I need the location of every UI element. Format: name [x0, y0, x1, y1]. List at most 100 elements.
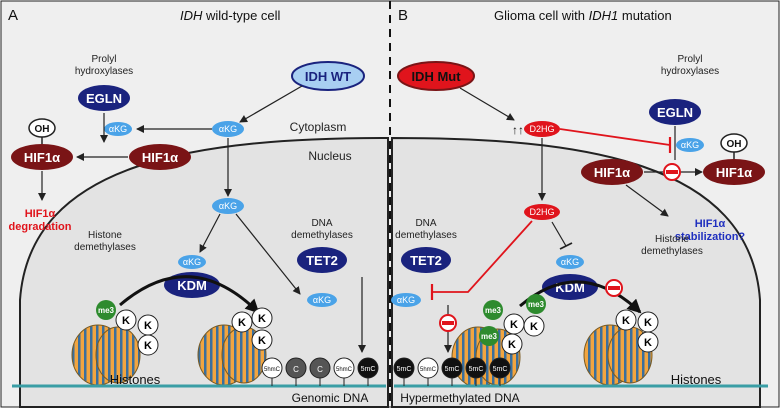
- arrow-idhmut-to-d2hg: [459, 87, 515, 121]
- tet2-label-b: TET2: [410, 253, 442, 268]
- arrow-hif-to-stabilization: [625, 184, 669, 217]
- d2hg-label-b-cyto: D2HG: [529, 124, 554, 134]
- svg-text:K: K: [508, 339, 516, 351]
- svg-text:me3: me3: [481, 332, 498, 341]
- akg-label-b-egln: αKG: [681, 140, 699, 150]
- tet2-node-b: [401, 247, 451, 273]
- svg-text:5mC: 5mC: [469, 366, 484, 373]
- inhibit-line-d2hg-egln: [559, 128, 671, 146]
- me3-badge-a: [96, 300, 116, 320]
- me3-label-a: me3: [98, 306, 115, 315]
- kdm-label-a: KDM: [177, 278, 207, 293]
- panel-b-letter: B: [398, 7, 408, 24]
- egln-node-b: [649, 99, 701, 125]
- tet2-node-a: [297, 247, 347, 273]
- akg-label-a-nuc: αKG: [219, 201, 237, 211]
- inhibit-line-d2hg-tet2: [432, 220, 533, 293]
- tet2-label-a: TET2: [306, 253, 338, 268]
- akg-label-b-kdm: αKG: [561, 257, 579, 267]
- idh-wt-node: [291, 61, 365, 91]
- me3-badges-b: me3 me3 me3: [479, 294, 546, 346]
- kdm-node-b: [542, 274, 598, 300]
- arrow-akg-to-tet2: [235, 213, 301, 295]
- svg-text:K: K: [644, 317, 652, 329]
- akg-node-b-egln: [676, 138, 704, 152]
- nucleosome-a-left: [71, 324, 141, 386]
- lysine-group-b-right: K K K: [615, 309, 659, 353]
- panel-b-title: Glioma cell with IDH1 mutation: [494, 8, 672, 23]
- svg-text:C: C: [293, 365, 299, 374]
- cytoplasm-label: Cytoplasm: [290, 120, 347, 134]
- svg-text:5mC: 5mC: [493, 366, 508, 373]
- svg-text:5mC: 5mC: [397, 366, 412, 373]
- akg-node-b-tet2: [391, 293, 421, 307]
- akg-label-a-kdm: αKG: [183, 257, 201, 267]
- d2hg-node-b-nuc: [524, 204, 560, 220]
- svg-text:K: K: [144, 340, 152, 352]
- arrow-idhwt-to-akg: [239, 85, 303, 123]
- akg-node-a-cyto: [212, 121, 244, 137]
- arrow-akg-to-kdm: [199, 213, 221, 253]
- svg-text:5mC: 5mC: [445, 366, 460, 373]
- svg-text:K: K: [144, 320, 152, 332]
- svg-text:K: K: [238, 317, 246, 329]
- svg-text:C: C: [317, 365, 323, 374]
- dna-marks-b: 5mC 5hmC 5mC 5mC 5mC: [393, 357, 511, 386]
- akg-node-a-tet2: [307, 293, 337, 307]
- hif-label-b-right: HIF1α: [716, 165, 752, 180]
- akg-node-a-kdm: [178, 255, 206, 269]
- hif-node-a-left: [11, 144, 73, 170]
- hif-node-b-left: [581, 159, 643, 185]
- egln-label-b: EGLN: [657, 105, 693, 120]
- inhibit-bar-d2hg-kdm: [559, 242, 573, 250]
- svg-text:5hmC: 5hmC: [264, 367, 281, 373]
- block-icon-kdm: [605, 279, 623, 297]
- d2hg-label-b-nuc: D2HG: [529, 207, 554, 217]
- histones-label-a: Histones: [110, 372, 161, 387]
- egln-node-a: [78, 85, 130, 111]
- hif-node-a-right: [129, 144, 191, 170]
- akg-label-a-tet2: αKG: [313, 295, 331, 305]
- svg-text:me3: me3: [485, 306, 502, 315]
- d2hg-node-b-cyto: [524, 121, 560, 137]
- svg-text:K: K: [510, 319, 518, 331]
- svg-text:me3: me3: [528, 300, 545, 309]
- akg-label-a-egln: αKG: [109, 124, 127, 134]
- akg-node-b-kdm: [556, 255, 584, 269]
- block-icon-hif: [663, 163, 681, 181]
- hif-node-b-right: [703, 159, 765, 185]
- hif-label-a-right: HIF1α: [142, 150, 178, 165]
- egln-label-a: EGLN: [86, 91, 122, 106]
- hif-label-b-left: HIF1α: [594, 165, 630, 180]
- oh-label-a: OH: [35, 124, 50, 135]
- svg-text:K: K: [530, 321, 538, 333]
- arrow-kdm-demethylation-a: [119, 275, 260, 314]
- akg-node-a-egln: [104, 122, 132, 136]
- hypermethylated-dna-label: Hypermethylated DNA: [400, 391, 519, 405]
- panel-a-letter: A: [8, 7, 18, 24]
- akg-label-a-cyto: αKG: [219, 124, 237, 134]
- block-icon-tet2: [439, 314, 457, 332]
- increase-arrows: ↑↑: [512, 123, 524, 137]
- idh-mut-label: IDH Mut: [411, 69, 461, 84]
- lysine-group-a-left: K K K: [115, 309, 159, 356]
- lysine-group-b-left: K K K: [501, 313, 545, 355]
- svg-text:K: K: [258, 335, 266, 347]
- histones-label-b: Histones: [671, 372, 722, 387]
- akg-node-a-nuc: [212, 198, 244, 214]
- svg-text:K: K: [258, 313, 266, 325]
- hif-label-a-left: HIF1α: [24, 150, 60, 165]
- dna-marks-a: 5hmC C C 5hmC 5mC: [261, 357, 379, 386]
- idh-mut-node: [397, 61, 475, 91]
- svg-text:5hmC: 5hmC: [420, 367, 437, 373]
- svg-text:K: K: [644, 337, 652, 349]
